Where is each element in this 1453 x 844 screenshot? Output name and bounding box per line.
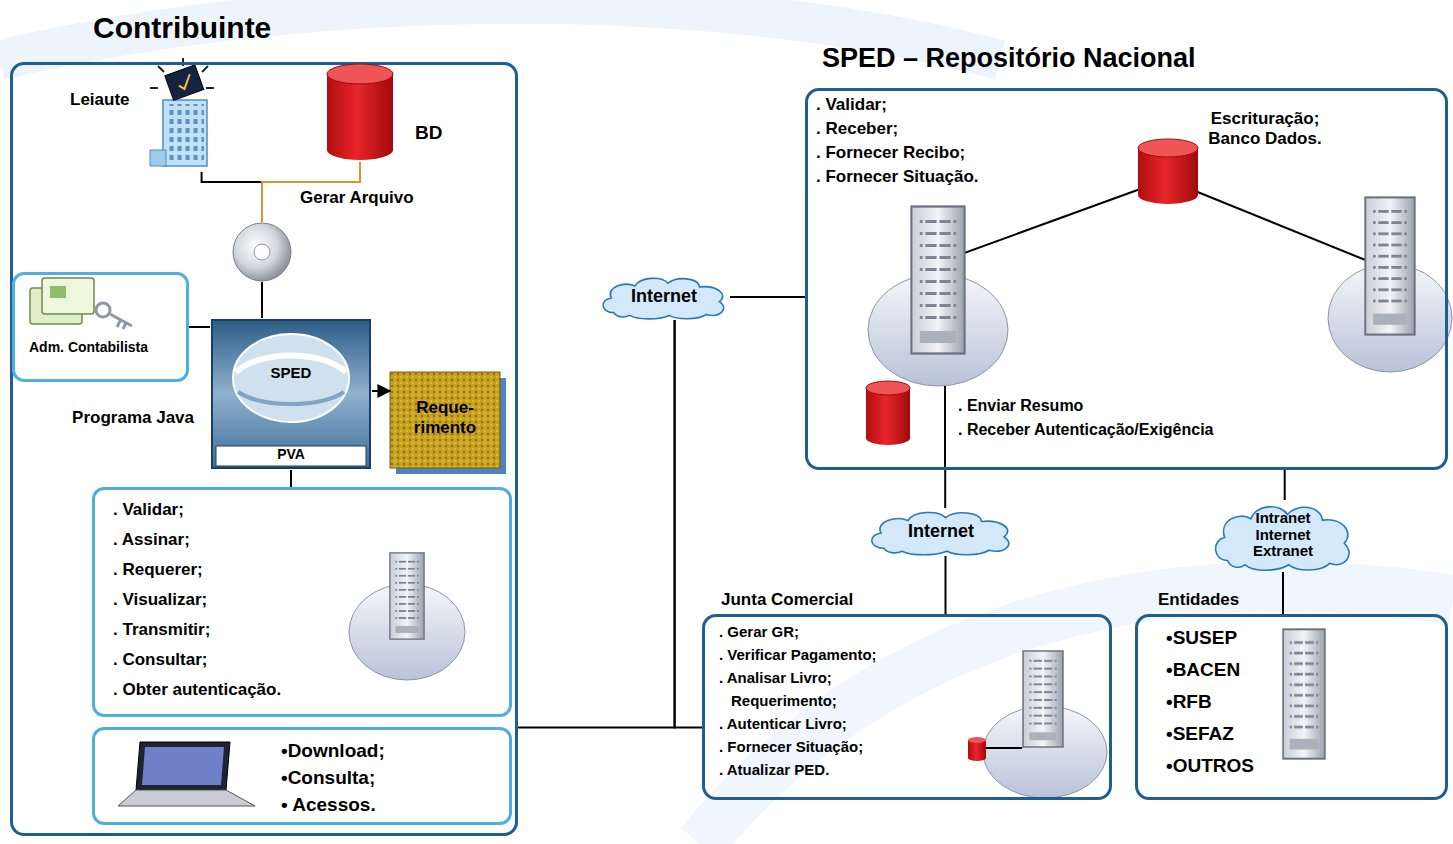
node-label: . Autenticar Livro; [719, 715, 847, 732]
node-label: . Fornecer Situação. [816, 167, 979, 187]
connector-line [944, 470, 946, 508]
node-label: Adm. Contabilista [29, 339, 179, 355]
node-label: Reque- rimento [400, 398, 490, 437]
sped-repository-box: SPED – Repositório Nacional. Validar;. R… [805, 88, 1448, 470]
entidades-server [1283, 629, 1325, 758]
node-label: . Fornecer Situação; [719, 738, 863, 755]
node-label: • Acessos. [281, 794, 376, 816]
node-label: . Validar; [816, 95, 887, 115]
laptop-icon [118, 742, 255, 806]
sped-servers [866, 139, 1452, 468]
node-label: . Fornecer Recibo; [816, 143, 965, 163]
node-label: •RFB [1166, 691, 1212, 713]
node-label: . Assinar; [113, 530, 190, 550]
node-label: •SEFAZ [1166, 723, 1234, 745]
connector-line [518, 320, 675, 728]
node-label: Internet [866, 521, 1016, 542]
node-label: . Receber; [816, 119, 898, 139]
pva-program-image [212, 320, 370, 468]
node-label: . Consultar; [113, 650, 207, 670]
connector-line [1284, 470, 1286, 500]
node-label: . Gerar GR; [719, 623, 799, 640]
box-heading: Entidades [1158, 590, 1239, 610]
cylinder-outline [325, 62, 395, 162]
server-icon [390, 553, 424, 639]
node-label: •OUTROS [1166, 755, 1254, 777]
certificate-icon [30, 278, 132, 329]
connector-line [945, 556, 947, 614]
node-label: . Verificar Pagamento; [719, 646, 877, 663]
node-label: . Analisar Livro; [719, 669, 832, 686]
node-label: BD [415, 122, 442, 144]
network-cloud: Intranet Internet Extranet [1210, 500, 1356, 572]
node-label: Leiaute [70, 90, 130, 110]
cd-icon [233, 223, 291, 281]
connector-line [290, 470, 292, 487]
admin-box: Adm. Contabilista [12, 272, 189, 382]
node-label: . Transmitir; [113, 620, 210, 640]
internet-cloud: Internet [866, 508, 1016, 556]
node-label: . Atualizar PED. [719, 761, 829, 778]
node-label: Internet [598, 286, 730, 307]
node-label: . Visualizar; [113, 590, 207, 610]
node-label: Escrituração; Banco Dados. [1198, 109, 1332, 148]
file-disc: Gerar Arquivo [232, 222, 292, 282]
connector-line [675, 320, 702, 728]
junta-comercial-box: Junta Comercial. Gerar GR;. Verificar Pa… [702, 614, 1112, 800]
node-label: . Validar; [113, 500, 184, 520]
node-label: SPED [266, 364, 316, 381]
node-label: . Requerer; [113, 560, 203, 580]
node-label: . Receber Autenticação/Exigência [958, 421, 1214, 439]
entidades-box: Entidades•SUSEP•BACEN•RFB•SEFAZ•OUTROS [1135, 614, 1448, 800]
pva-functions-box: . Validar; . Assinar; . Requerer; . Visuali… [92, 487, 512, 717]
box-heading: Junta Comercial [721, 590, 853, 610]
building-icon [150, 58, 214, 166]
connector-line [730, 296, 805, 298]
requerimento-doc: Reque- rimento [390, 372, 500, 468]
connector-line [261, 282, 263, 318]
connector-arrow [372, 390, 390, 392]
junta-server [968, 651, 1107, 798]
node-label: •Consulta; [281, 767, 375, 789]
database-cylinder: BD [325, 62, 395, 162]
node-label: Programa Java [70, 408, 194, 428]
connector-line [189, 326, 210, 328]
box-heading: SPED – Repositório Nacional [822, 43, 1196, 74]
contribuinte-box: ContribuinteLeiauteBDGerar ArquivoAdm. C… [10, 62, 518, 836]
node-label: PVA [266, 446, 316, 462]
connector-line [1282, 572, 1284, 614]
node-label: •Download; [281, 740, 385, 762]
pva-program: SPEDPVAPrograma Java [210, 318, 372, 470]
internet-cloud: Internet [598, 274, 730, 320]
portal-box: •Download; •Consulta; • Acessos. [92, 727, 512, 825]
node-label: . Obter autenticação. [113, 680, 281, 700]
box-heading: Contribuinte [93, 11, 271, 46]
node-label: •BACEN [1166, 659, 1240, 681]
node-label: . Enviar Resumo [958, 397, 1083, 415]
node-label: •SUSEP [1166, 627, 1237, 649]
node-label: Intranet Internet Extranet [1243, 510, 1323, 560]
leiaute-icon: Leiaute [148, 62, 215, 172]
node-label: Requerimento; [731, 692, 837, 709]
node-label: Gerar Arquivo [300, 188, 414, 208]
requerimento-image [390, 372, 500, 468]
connector-line [202, 172, 262, 222]
